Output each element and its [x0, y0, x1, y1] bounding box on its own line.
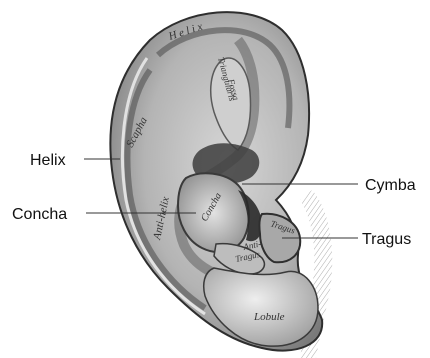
callout-cymba: Cymba	[365, 177, 416, 194]
lobule	[204, 268, 318, 346]
callout-helix: Helix	[30, 152, 66, 169]
callout-concha: Concha	[12, 206, 67, 223]
callout-tragus: Tragus	[362, 231, 411, 248]
engraved-label-lobule: Lobule	[253, 311, 285, 323]
